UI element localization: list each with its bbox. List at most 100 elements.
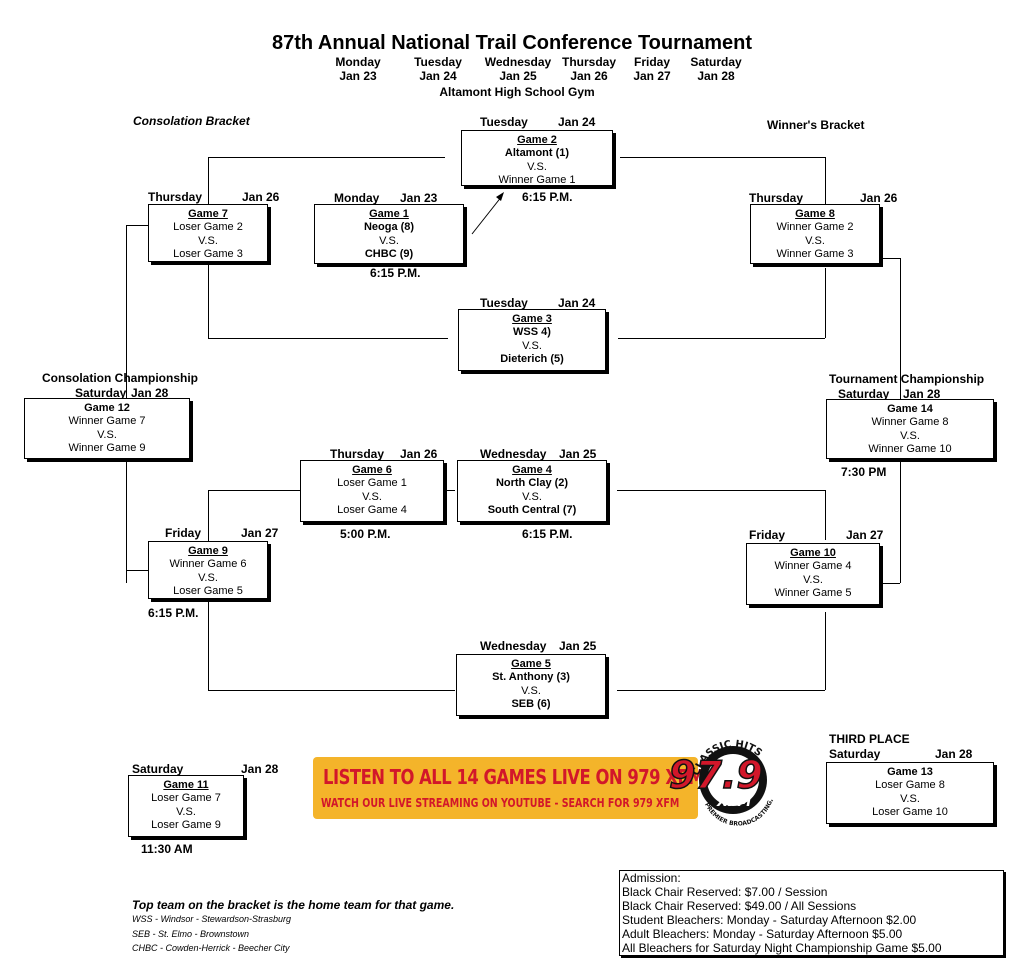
admission-line: Admission: (622, 871, 681, 885)
game-title: Game 13 (887, 766, 933, 778)
game-1-time: 6:15 P.M. (370, 266, 421, 280)
game-4-day: Wednesday (480, 447, 547, 461)
away-team: Winner Game 3 (776, 247, 854, 260)
game-8-box: Game 8 Winner Game 2 V.S. Winner Game 3 (750, 204, 880, 264)
consolation-bracket-heading: Consolation Bracket (133, 114, 250, 128)
game-8-day: Thursday (749, 191, 804, 205)
radio-banner: LISTEN TO ALL 14 GAMES LIVE ON 979 XFM, … (313, 757, 710, 819)
versus: V.S. (521, 684, 541, 697)
game-5-box: Game 5 St. Anthony (3) V.S. SEB (6) (456, 654, 606, 716)
away-team: Loser Game 3 (173, 247, 243, 260)
game-9-time: 6:15 P.M. (148, 606, 199, 620)
game-1-day: Monday (334, 191, 380, 205)
home-team: Loser Game 1 (337, 477, 407, 490)
game-2-time: 6:15 P.M. (522, 190, 573, 204)
versus: V.S. (198, 234, 218, 247)
away-team: CHBC (9) (364, 247, 414, 260)
home-team: St. Anthony (3) (492, 671, 570, 684)
game-title: Game 11 (163, 779, 209, 791)
versus: V.S. (379, 234, 399, 247)
game-6-box: Game 6 Loser Game 1 V.S. Loser Game 4 (300, 460, 444, 522)
abbrev-seb: SEB - St. Elmo - Brownstown (132, 929, 250, 939)
game-title: Game 2 (517, 134, 557, 146)
home-team: North Clay (2) (495, 477, 569, 490)
game-7-day: Thursday (148, 190, 203, 204)
game-3-date: Jan 24 (558, 296, 596, 310)
game-title: Game 7 (188, 208, 228, 220)
versus: V.S. (362, 490, 382, 503)
game-6-time: 5:00 P.M. (340, 527, 391, 541)
versus: V.S. (527, 160, 547, 173)
game-7-box: Game 7 Loser Game 2 V.S. Loser Game 3 (148, 204, 268, 262)
winners-bracket-heading: Winner's Bracket (767, 118, 865, 132)
game-title: Game 8 (795, 208, 835, 220)
game-3-day: Tuesday (480, 296, 528, 310)
game-title: Game 5 (511, 658, 551, 670)
third-place-heading: THIRD PLACE (829, 732, 910, 746)
game-9-date: Jan 27 (241, 526, 279, 540)
game-10-day: Friday (749, 528, 786, 542)
admission-line: Student Bleachers: Monday - Saturday Aft… (622, 913, 917, 927)
game-11-box: Game 11 Loser Game 7 V.S. Loser Game 9 (128, 775, 244, 837)
away-team: Dieterich (5) (500, 352, 564, 365)
home-team: WSS 4) (513, 326, 551, 339)
game-title: Game 1 (369, 208, 409, 220)
versus: V.S. (803, 573, 823, 586)
away-team: Loser Game 9 (151, 818, 221, 831)
game-3-box: Game 3 WSS 4) V.S. Dieterich (5) (458, 309, 606, 371)
arrow-icon (471, 192, 504, 235)
game-6-date: Jan 26 (400, 447, 438, 461)
game-4-time: 6:15 P.M. (522, 527, 573, 541)
game-11-date: Jan 28 (241, 762, 279, 776)
home-team: Neoga (8) (363, 221, 415, 234)
home-team: Winner Game 6 (169, 558, 247, 571)
game-7-date: Jan 26 (242, 190, 280, 204)
game-14-date: Jan 28 (903, 387, 941, 401)
away-team: Winner Game 5 (774, 586, 852, 599)
game-9-box: Game 9 Winner Game 6 V.S. Loser Game 5 (148, 541, 268, 599)
game-13-date: Jan 28 (935, 747, 973, 761)
versus: V.S. (176, 805, 196, 818)
game-14-day: Saturday (838, 387, 890, 401)
logo-frequency: 97.9 (669, 753, 763, 797)
game-12-date: Jan 28 (131, 386, 169, 400)
game-12-box: Game 12 Winner Game 7 V.S. Winner Game 9 (24, 398, 190, 459)
admission-line: Adult Bleachers: Monday - Saturday After… (622, 927, 903, 941)
game-1-date: Jan 23 (400, 191, 438, 205)
game-title: Game 3 (512, 313, 552, 325)
game-12-day: Saturday (75, 386, 127, 400)
game-13-day: Saturday (829, 747, 881, 761)
game-11-time: 11:30 AM (141, 842, 193, 856)
abbrev-chbc: CHBC - Cowden-Herrick - Beecher City (132, 943, 290, 953)
abbrev-wss: WSS - Windsor - Stewardson-Strasburg (132, 914, 291, 924)
game-title: Game 4 (512, 464, 552, 476)
away-team: South Central (7) (487, 503, 577, 516)
game-6-day: Thursday (330, 447, 385, 461)
home-team-note: Top team on the bracket is the home team… (132, 898, 455, 912)
game-14-time: 7:30 PM (841, 465, 887, 479)
game-14-box: Game 14 Winner Game 8 V.S. Winner Game 1… (826, 399, 994, 459)
game-title: Game 10 (790, 547, 836, 559)
logo-call: XFM (716, 794, 751, 810)
home-team: Winner Game 8 (871, 416, 949, 429)
game-title: Game 6 (352, 464, 392, 476)
banner-line-1: LISTEN TO ALL 14 GAMES LIVE ON 979 XFM, (323, 765, 710, 789)
home-team: Winner Game 4 (774, 560, 852, 573)
admission-line: Black Chair Reserved: $7.00 / Session (622, 885, 828, 899)
tournament-championship-heading: Tournament Championship (829, 372, 985, 386)
home-team: Loser Game 2 (173, 221, 243, 234)
away-team: Winner Game 10 (868, 442, 952, 455)
versus: V.S. (522, 339, 542, 352)
home-team: Altamont (1) (504, 147, 570, 160)
home-team: Winner Game 2 (776, 221, 854, 234)
game-10-box: Game 10 Winner Game 4 V.S. Winner Game 5 (746, 543, 880, 605)
admission-line: Black Chair Reserved: $49.00 / All Sessi… (622, 899, 857, 913)
versus: V.S. (522, 490, 542, 503)
game-13-box: Game 13 Loser Game 8 V.S. Loser Game 10 (826, 762, 994, 824)
venue: Altamont High School Gym (439, 85, 595, 99)
